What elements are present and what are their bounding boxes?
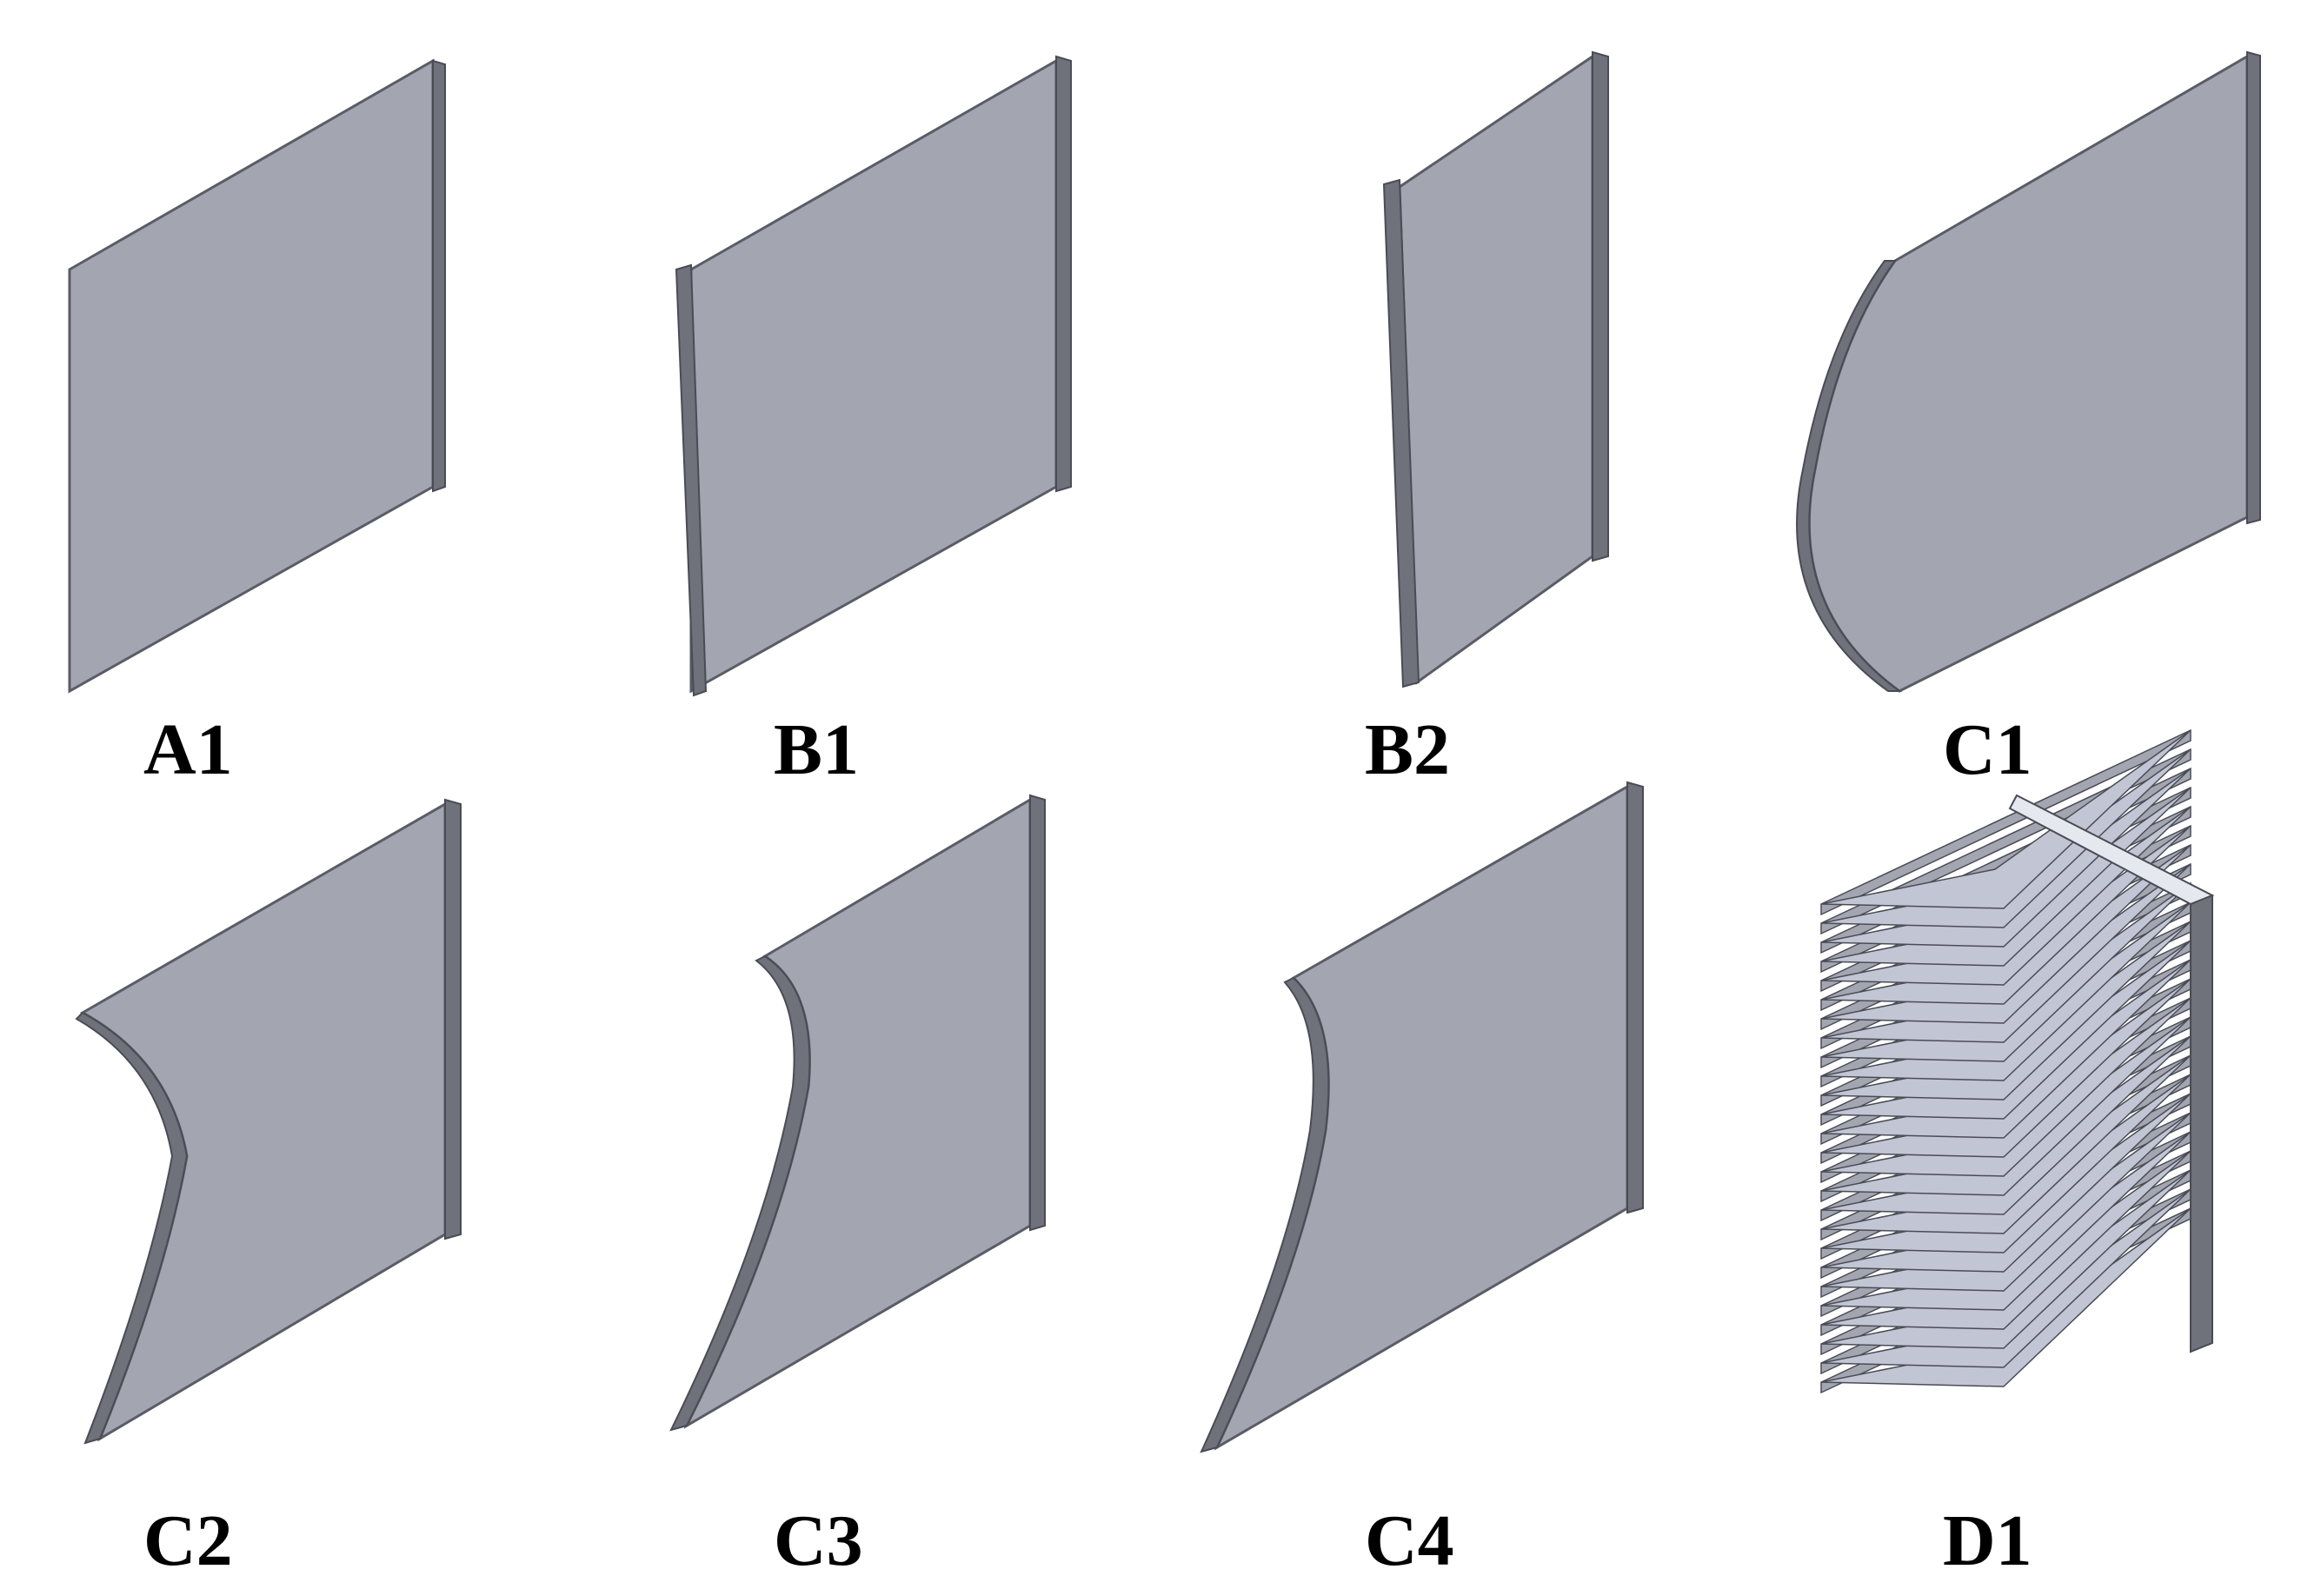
c4-curved-flange	[1200, 976, 1330, 1453]
d1-top-cap	[2008, 794, 2215, 906]
d1-fin-top	[1820, 729, 2191, 909]
c1-curved-flange	[1796, 260, 1903, 692]
c3-curved-flange	[669, 954, 811, 1432]
c2-right-flange	[444, 798, 462, 1240]
b1-right-flange	[1055, 55, 1072, 493]
panel-label-a1: A1	[143, 709, 233, 790]
d1-fin	[1820, 728, 2191, 916]
panel-c1: C1	[1796, 50, 2261, 790]
c1-right-flange	[2246, 50, 2261, 525]
c4-right-flange	[1626, 781, 1644, 1214]
b1-plate-face	[689, 58, 1058, 694]
panel-b2: B2	[1365, 50, 1609, 790]
c2-plate-face	[79, 801, 447, 1442]
panel-c3: C3	[669, 794, 1046, 1581]
b2-plate-face	[1398, 54, 1594, 685]
a1-plate-face	[68, 58, 435, 694]
c2-curved-flange	[75, 1011, 189, 1445]
panel-label-d1: D1	[1943, 1500, 2032, 1581]
c3-plate-face	[683, 797, 1032, 1429]
b2-left-flange	[1382, 178, 1420, 688]
a1-flange	[432, 59, 446, 493]
panel-label-c1: C1	[1943, 709, 2032, 790]
b2-right-flange	[1592, 50, 1609, 562]
panel-label-b1: B1	[774, 709, 859, 790]
c4-plate-face	[1214, 784, 1629, 1451]
panel-c4: C4	[1200, 781, 1644, 1581]
panel-d1: D1	[1820, 728, 2215, 1581]
d1-fin-stack	[1820, 728, 2191, 1394]
panel-label-b2: B2	[1365, 709, 1450, 790]
b1-left-flange	[675, 263, 708, 697]
c3-right-flange	[1029, 794, 1046, 1232]
panel-label-c2: C2	[143, 1500, 233, 1581]
c1-plate-face	[1807, 54, 2249, 693]
panel-c2: C2	[75, 798, 462, 1581]
panel-label-c4: C4	[1365, 1500, 1454, 1581]
panel-b1: B1	[675, 55, 1072, 790]
d1-side-plate	[2190, 894, 2213, 1353]
panel-a1: A1	[68, 58, 446, 790]
panel-label-c3: C3	[774, 1500, 863, 1581]
